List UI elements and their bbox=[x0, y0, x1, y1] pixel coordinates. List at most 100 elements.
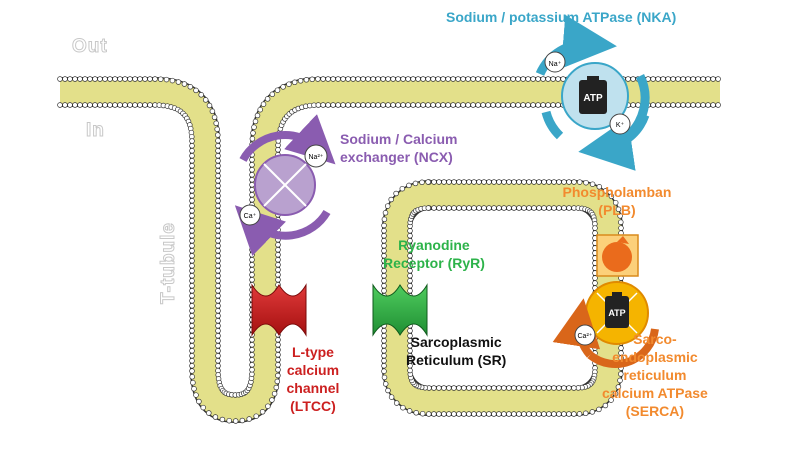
lipid-head bbox=[320, 76, 326, 82]
lipid-head bbox=[275, 257, 281, 263]
lipid-head bbox=[189, 213, 195, 219]
lipid-head bbox=[476, 205, 482, 211]
lipid-head bbox=[215, 313, 221, 319]
lipid-head bbox=[112, 102, 118, 108]
lipid-head bbox=[551, 411, 557, 417]
lipid-head bbox=[275, 272, 281, 278]
lipid-head bbox=[249, 182, 255, 188]
lipid-head bbox=[471, 179, 477, 185]
lipid-head bbox=[436, 385, 442, 391]
lipid-head bbox=[62, 76, 68, 82]
lipid-head bbox=[189, 283, 195, 289]
lipid-head bbox=[506, 205, 512, 211]
lipid-head bbox=[189, 173, 195, 179]
lipid-head bbox=[425, 102, 431, 108]
nka-na-ion bbox=[544, 51, 566, 73]
lipid-head bbox=[431, 179, 437, 185]
lipid-head bbox=[486, 179, 492, 185]
lipid-head bbox=[715, 102, 721, 108]
lipid-head bbox=[200, 404, 206, 411]
lipid-head bbox=[485, 76, 491, 82]
nka-k-ion bbox=[609, 113, 631, 135]
lipid-head bbox=[541, 179, 547, 185]
lipid-head bbox=[275, 337, 281, 343]
lipid-head bbox=[451, 205, 457, 211]
lipid-head bbox=[189, 193, 195, 199]
lipid-head bbox=[407, 288, 413, 294]
lipid-head bbox=[189, 183, 195, 189]
lipid-head bbox=[215, 223, 221, 229]
lipid-head bbox=[461, 385, 467, 391]
lipid-head bbox=[435, 102, 441, 108]
lipid-head bbox=[516, 411, 522, 417]
lipid-head bbox=[561, 411, 567, 417]
lipid-head bbox=[381, 338, 387, 344]
lipid-head bbox=[215, 168, 221, 174]
lipid-head bbox=[215, 132, 221, 138]
lipid-head bbox=[495, 76, 501, 82]
lipid-head bbox=[690, 76, 696, 82]
lipid-head bbox=[253, 413, 259, 419]
lipid-head bbox=[92, 76, 98, 82]
lipid-head bbox=[249, 157, 255, 163]
lipid-head bbox=[388, 196, 394, 203]
lipid-head bbox=[441, 385, 447, 391]
lipid-head bbox=[556, 205, 562, 211]
lipid-head bbox=[142, 76, 148, 82]
lipid-head bbox=[77, 76, 83, 82]
lipid-head bbox=[122, 76, 128, 82]
lipid-head bbox=[592, 225, 598, 231]
lipid-head bbox=[501, 205, 507, 211]
lipid-head bbox=[496, 205, 502, 211]
lipid-head bbox=[526, 411, 532, 417]
lipid-head bbox=[486, 411, 492, 417]
lipid-head bbox=[215, 268, 221, 274]
lipid-head bbox=[189, 348, 195, 354]
lipid-head bbox=[486, 205, 492, 211]
lipid-head bbox=[315, 76, 321, 82]
lipid-head bbox=[380, 102, 386, 108]
lipid-head bbox=[446, 411, 452, 417]
lipid-head bbox=[196, 398, 202, 405]
lipid-head bbox=[57, 76, 63, 82]
lipid-head bbox=[516, 205, 522, 211]
lipid-head bbox=[189, 238, 195, 244]
lipid-head bbox=[215, 258, 221, 264]
lipid-head bbox=[273, 384, 280, 391]
lipid-head bbox=[274, 378, 281, 385]
lipid-head bbox=[525, 102, 531, 108]
lipid-head bbox=[215, 173, 221, 179]
lipid-head bbox=[189, 263, 195, 269]
lipid-head bbox=[249, 342, 255, 348]
lipid-head bbox=[456, 205, 462, 211]
lipid-head bbox=[340, 102, 346, 108]
lipid-head bbox=[583, 179, 589, 186]
lipid-head bbox=[715, 76, 721, 82]
lipid-head bbox=[211, 114, 218, 121]
lipid-head bbox=[545, 102, 551, 108]
lipid-head bbox=[400, 76, 406, 82]
lipid-head bbox=[215, 283, 221, 289]
lipid-head bbox=[215, 153, 221, 159]
lipid-head bbox=[407, 228, 413, 234]
lipid-head bbox=[219, 416, 226, 423]
lipid-head bbox=[690, 102, 696, 108]
lipid-head bbox=[425, 179, 431, 185]
lipid-head bbox=[97, 76, 103, 82]
lipid-head bbox=[345, 102, 351, 108]
lipid-head bbox=[466, 179, 472, 185]
lipid-head bbox=[246, 416, 252, 422]
ncx-arrow-bottom bbox=[234, 205, 331, 256]
lipid-head bbox=[215, 273, 221, 279]
lipid-head bbox=[430, 76, 436, 82]
lipid-head bbox=[365, 102, 371, 108]
lipid-head bbox=[510, 102, 516, 108]
lipid-head bbox=[625, 76, 631, 82]
lipid-head bbox=[550, 102, 556, 108]
lipid-head bbox=[187, 84, 194, 90]
lipid-head bbox=[589, 409, 596, 415]
lipid-head bbox=[215, 303, 221, 309]
serca-ca-label: Ca²⁺ bbox=[578, 333, 593, 340]
lipid-head bbox=[147, 102, 153, 108]
lipid-head bbox=[215, 298, 221, 304]
